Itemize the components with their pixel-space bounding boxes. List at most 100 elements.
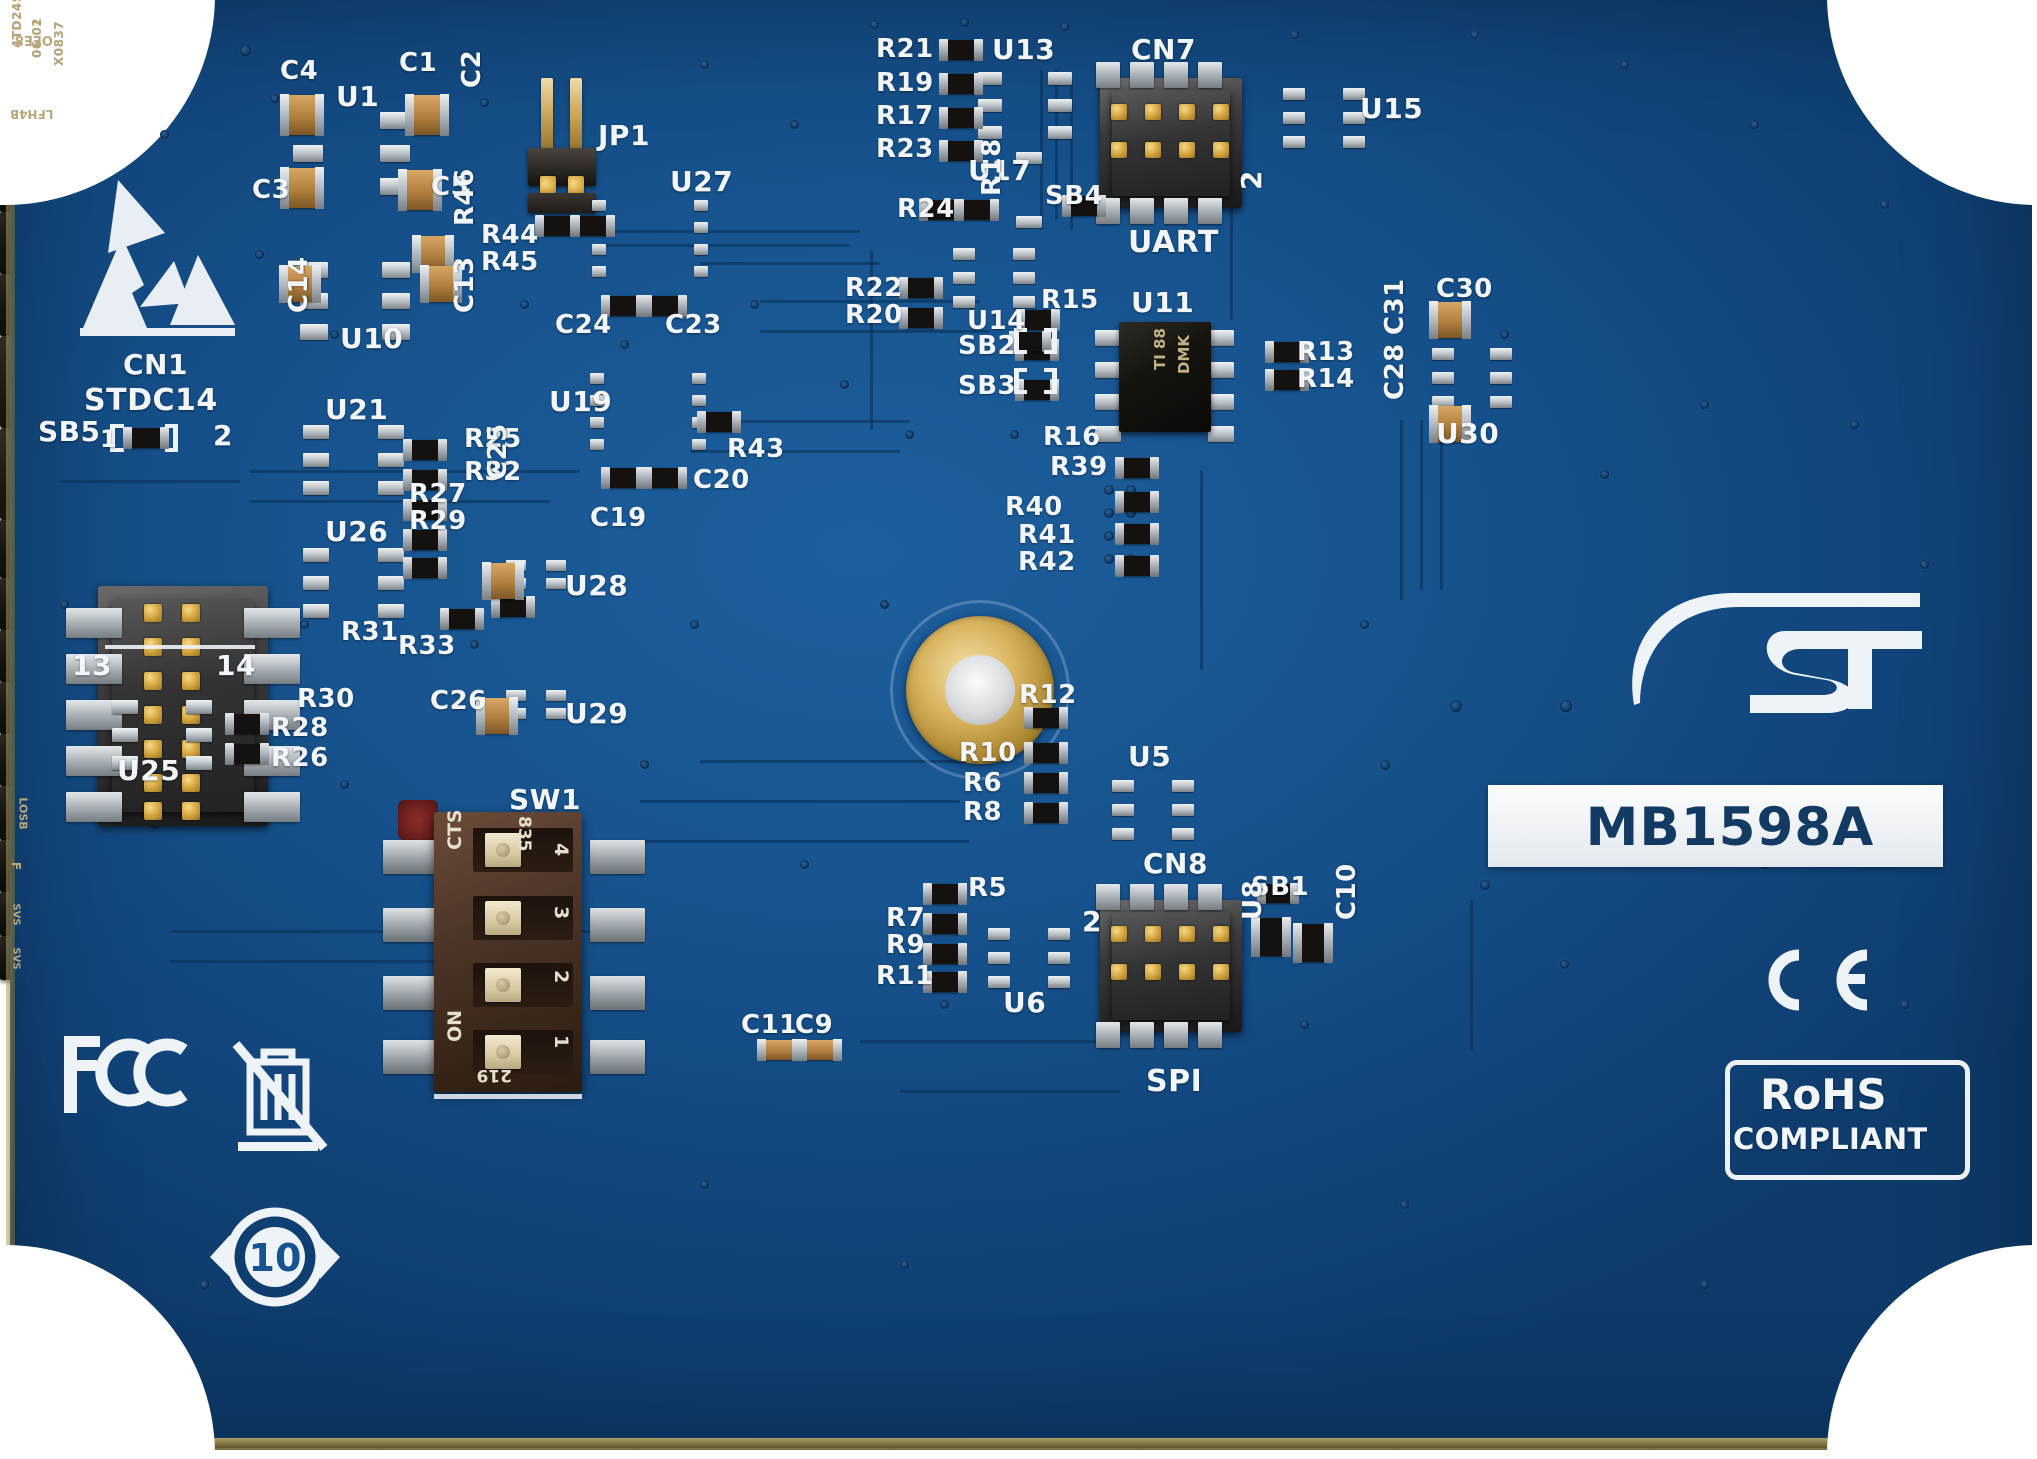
silkscreen-r17: R17 xyxy=(876,101,934,131)
silkscreen-r22: R22 xyxy=(845,273,903,303)
silkscreen-r32: R32 xyxy=(464,457,522,487)
silkscreen-1: 1 xyxy=(100,425,118,453)
dip-switch-topcode: 835 xyxy=(514,816,534,852)
silkscreen-sw1: SW1 xyxy=(509,783,582,816)
silkscreen-14: 14 xyxy=(216,649,256,682)
silkscreen-2: 2 xyxy=(213,419,233,452)
silkscreen-c2: C2 xyxy=(457,49,487,88)
silkscreen-r15: R15 xyxy=(1041,285,1099,315)
silkscreen-r25: R25 xyxy=(464,424,522,454)
dip-switch-pos-4: 4 xyxy=(550,843,572,857)
dip-switch-datecode: 219 xyxy=(476,1065,513,1085)
dip-switch-pos-3: 3 xyxy=(550,906,572,920)
pcb-edge-bottom xyxy=(190,1438,1840,1450)
silkscreen-sb2: SB2 xyxy=(958,331,1017,361)
silkscreen-u29: U29 xyxy=(565,697,629,730)
silkscreen-r31: R31 xyxy=(341,617,399,647)
silkscreen-c23: C23 xyxy=(665,310,722,340)
silkscreen-c30: C30 xyxy=(1436,274,1493,304)
silkscreen-u19: U19 xyxy=(549,385,613,418)
silkscreen-stdc14: STDC14 xyxy=(84,383,218,418)
silkscreen-u15: U15 xyxy=(1360,92,1424,125)
silkscreen-c31: C31 xyxy=(1380,278,1410,335)
dip-switch-brand: CTS xyxy=(444,809,466,850)
silkscreen-u26: U26 xyxy=(325,515,389,548)
silkscreen-c26: C26 xyxy=(430,686,487,716)
silkscreen-r5: R5 xyxy=(968,873,1008,903)
silkscreen-c20: C20 xyxy=(693,465,750,495)
silkscreen-cn8: CN8 xyxy=(1143,847,1208,880)
silkscreen-u11: U11 xyxy=(1131,286,1195,319)
silkscreen-r44: R44 xyxy=(481,220,539,250)
silkscreen-r19: R19 xyxy=(876,68,934,98)
rohs-label: RoHS xyxy=(1760,1070,1887,1119)
silkscreen-r12: R12 xyxy=(1019,680,1077,710)
silkscreen-r16: R16 xyxy=(1043,422,1101,452)
silkscreen-u13: U13 xyxy=(992,33,1056,66)
silkscreen-r29: R29 xyxy=(409,506,467,536)
rohs-compliant-badge xyxy=(1725,1060,1970,1180)
silkscreen-r24: R24 xyxy=(897,194,955,224)
silkscreen-c28: C28 xyxy=(1380,343,1410,400)
silkscreen-c4: C4 xyxy=(280,56,319,86)
silkscreen-r33: R33 xyxy=(398,631,456,661)
silkscreen-r27: R27 xyxy=(409,479,467,509)
silkscreen-c3: C3 xyxy=(252,175,291,205)
silkscreen-r8: R8 xyxy=(963,797,1003,827)
china-rohs-10-icon: 10 xyxy=(210,1207,340,1307)
silkscreen-uart: UART xyxy=(1128,225,1219,260)
silkscreen-r18: R18 xyxy=(977,138,1007,196)
silkscreen-cn7: CN7 xyxy=(1131,33,1196,66)
silkscreen-2: 2 xyxy=(1082,905,1102,938)
ce-icon xyxy=(1768,949,1868,1011)
dip-switch-on-label: ON xyxy=(444,1009,466,1042)
silkscreen-u21: U21 xyxy=(325,393,389,426)
silkscreen-sb5: SB5 xyxy=(38,415,101,448)
silkscreen-13: 13 xyxy=(72,649,112,682)
board-label-sticker xyxy=(1488,785,1943,867)
silkscreen-c25: C25 xyxy=(483,423,513,480)
silkscreen-r42: R42 xyxy=(1018,547,1076,577)
silkscreen-u14: U14 xyxy=(967,306,1026,336)
silkscreen-u28: U28 xyxy=(565,569,629,602)
weee-crossed-bin-icon xyxy=(232,1041,328,1151)
silkscreen-r26: R26 xyxy=(271,743,329,773)
silkscreen-c11: C11 xyxy=(741,1010,798,1040)
silkscreen-r11: R11 xyxy=(876,961,934,991)
silkscreen-2: 2 xyxy=(1235,170,1268,190)
fcc-icon xyxy=(64,1036,188,1113)
svg-text:10: 10 xyxy=(249,1236,302,1280)
silkscreen-sb4: SB4 xyxy=(1045,181,1104,211)
dip-switch-pos-1: 1 xyxy=(550,1035,572,1049)
rohs-compliant-label: COMPLIANT xyxy=(1733,1122,1928,1156)
ic-u10-marking: LFH4B xyxy=(10,107,54,121)
silkscreen-c24: C24 xyxy=(555,310,612,340)
silkscreen-r40: R40 xyxy=(1005,492,1063,522)
silkscreen-jp1: JP1 xyxy=(598,119,650,152)
silkscreen-u10: U10 xyxy=(340,322,404,355)
silkscreen-r20: R20 xyxy=(845,300,903,330)
silkscreen-r6: R6 xyxy=(963,768,1003,798)
silkscreen-r30: R30 xyxy=(297,684,355,714)
silkscreen-r46: R46 xyxy=(450,168,480,226)
silkscreen-c9: C9 xyxy=(795,1010,834,1040)
silkscreen-r39: R39 xyxy=(1050,452,1108,482)
dip-switch-pos-2: 2 xyxy=(550,970,572,984)
silkscreen-c10: C10 xyxy=(1332,863,1362,920)
board-part-number: MB1598A xyxy=(1585,797,1875,858)
silkscreen-r13: R13 xyxy=(1297,337,1355,367)
silkscreen-r21: R21 xyxy=(876,34,934,64)
silkscreen-r28: R28 xyxy=(271,713,329,743)
silkscreen-c13: C13 xyxy=(450,256,480,313)
silkscreen-spi: SPI xyxy=(1146,1064,1203,1099)
silkscreen-r43: R43 xyxy=(727,434,785,464)
silkscreen-u1: U1 xyxy=(336,80,380,113)
mounting-hole xyxy=(945,655,1015,725)
esd-sensitive-icon xyxy=(80,180,235,336)
silkscreen-r45: R45 xyxy=(481,247,539,277)
silkscreen-c14: C14 xyxy=(284,256,314,313)
silkscreen-sb1: SB1 xyxy=(1251,872,1310,902)
pcb-edge-left xyxy=(6,125,15,1325)
